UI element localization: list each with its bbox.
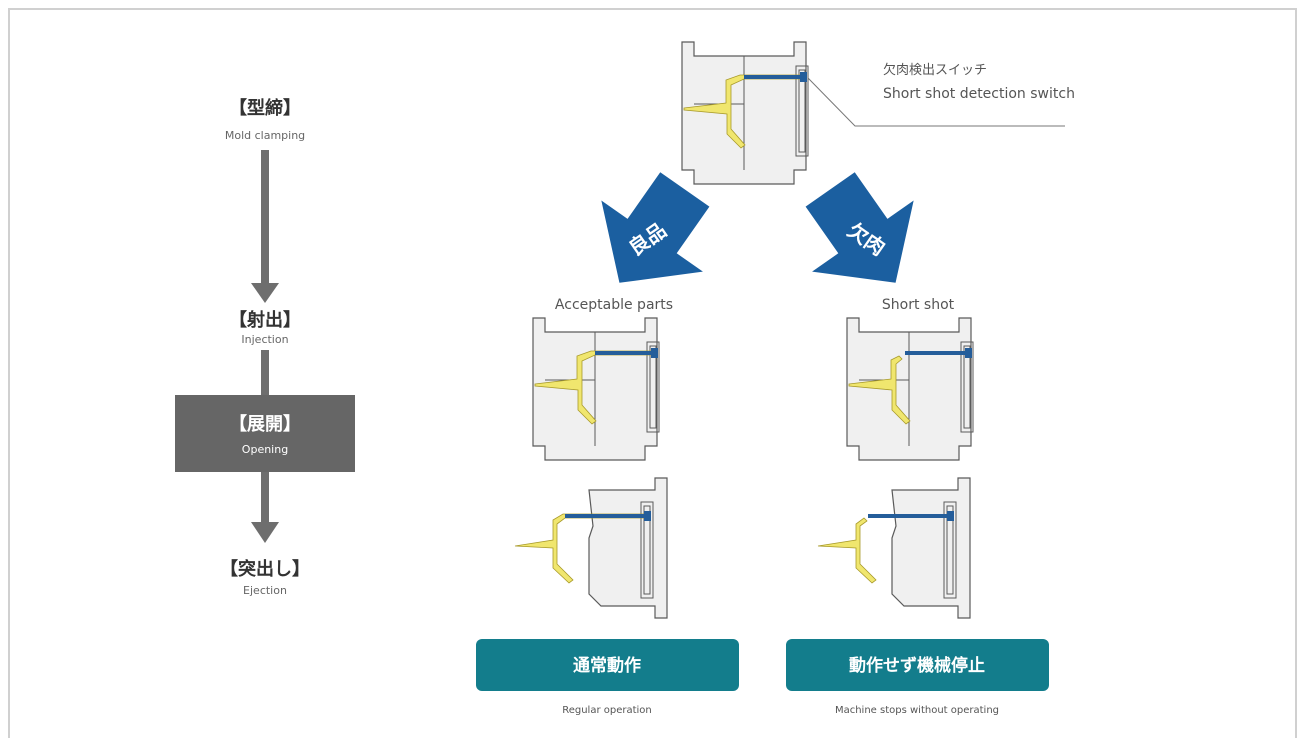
flow-arrow-head [251, 283, 279, 303]
flow-connector [261, 350, 269, 395]
step-sublabel-active: Opening [242, 443, 288, 456]
callout-label-en: Short shot detection switch [883, 86, 1075, 102]
branch-arrow-short [805, 172, 914, 283]
step-label: 【突出し】 [220, 558, 310, 580]
mold-short-open [817, 477, 971, 619]
result-label: 通常動作 [573, 655, 641, 676]
step-label: 【射出】 [229, 309, 301, 331]
result-label: 動作せず機械停止 [849, 655, 985, 676]
branch-part-label: Short shot [882, 297, 955, 313]
process-flow: 【型締】 Mold clamping 【射出】 Injection 【展開】 O… [175, 97, 355, 597]
step-sublabel: Ejection [243, 584, 287, 597]
active-step-box [175, 395, 355, 472]
result-sublabel: Machine stops without operating [835, 705, 999, 716]
step-sublabel: Injection [241, 333, 288, 346]
branch-arrow-good [601, 172, 710, 283]
flow-arrow-head [251, 522, 279, 543]
step-label: 【型締】 [229, 97, 301, 119]
step-sublabel: Mold clamping [225, 129, 305, 142]
callout-label-jp: 欠肉検出スイッチ [883, 62, 987, 78]
mold-top [681, 41, 809, 185]
result-sublabel: Regular operation [562, 705, 652, 716]
result-badge-short [786, 639, 1049, 691]
mold-good-open [514, 477, 668, 619]
result-badge-good [476, 639, 739, 691]
mold-short-closed [846, 317, 974, 461]
callout-leader-line [807, 77, 1065, 127]
step-label-active: 【展開】 [229, 414, 301, 435]
flow-arrow-shaft [261, 150, 269, 285]
flow-arrow-shaft [261, 472, 269, 524]
diagram-frame [8, 8, 1297, 738]
branch-part-label: Acceptable parts [555, 297, 673, 313]
mold-good-closed [532, 317, 660, 461]
